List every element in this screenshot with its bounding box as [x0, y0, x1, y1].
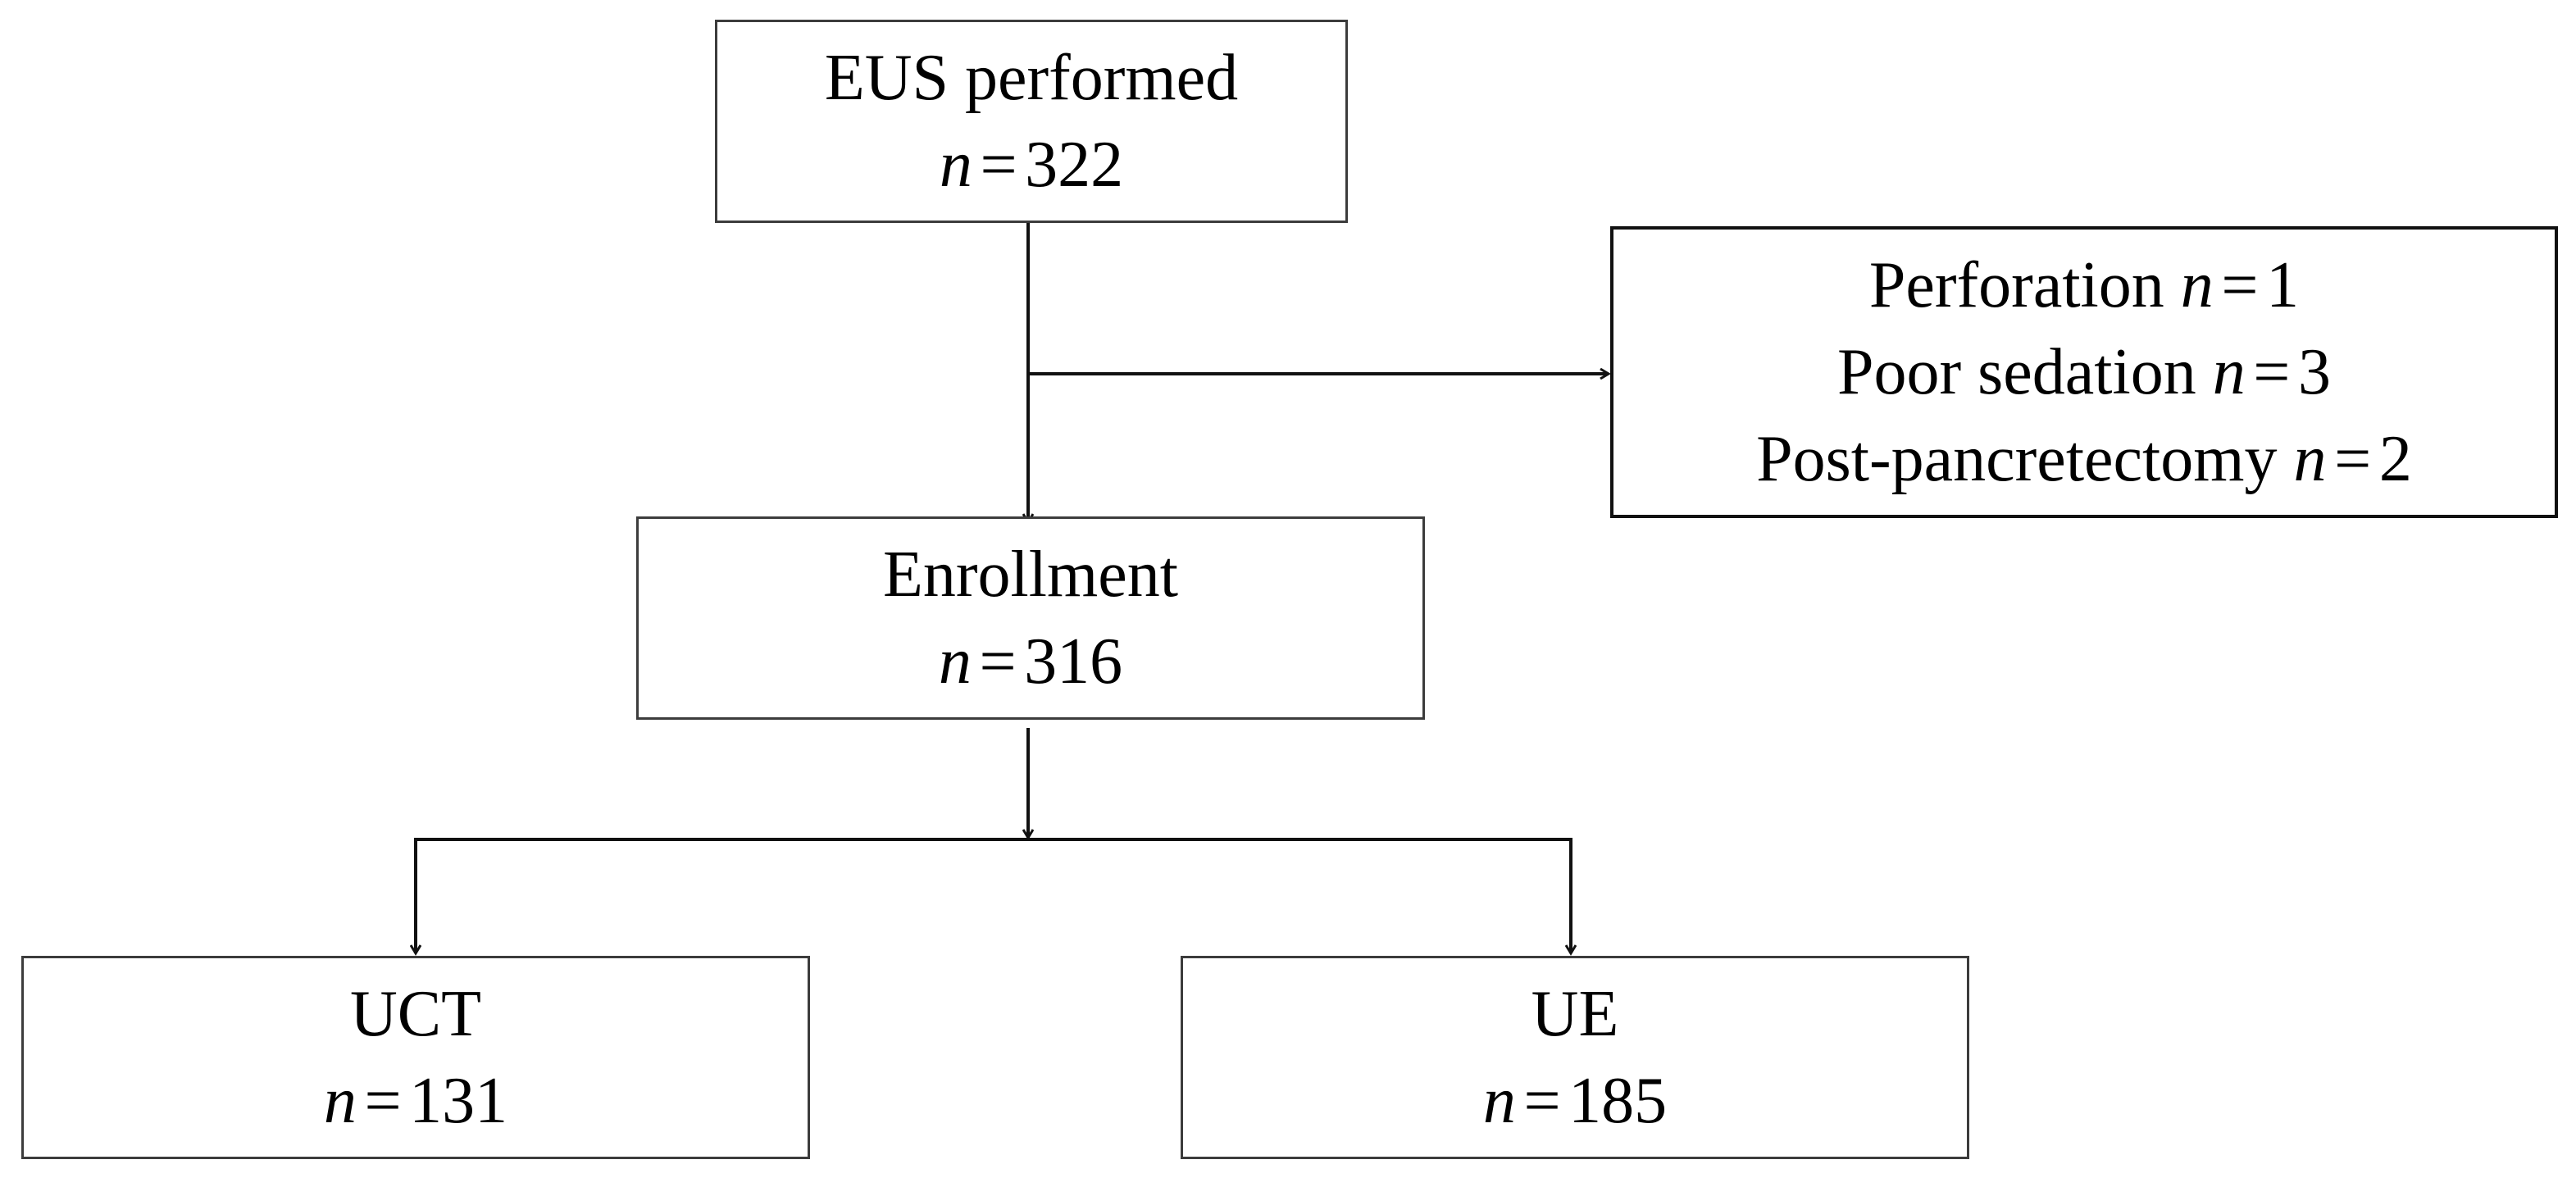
- equals-sign: =: [2334, 423, 2372, 495]
- enrollment-count: n=316: [939, 618, 1122, 705]
- eus-performed-title: EUS performed: [824, 42, 1239, 114]
- equals-sign: =: [1523, 1065, 1561, 1137]
- n-symbol: n: [1482, 1065, 1516, 1137]
- exclusions-box: Perforation n=1 Poor sedation n=3 Post-p…: [1610, 226, 2558, 518]
- exclusion-item: Poor sedation n=3: [1837, 329, 2331, 416]
- ue-box: UE n=185: [1181, 956, 1969, 1159]
- n-symbol: n: [938, 625, 972, 698]
- ue-title: UE: [1531, 978, 1619, 1050]
- exclusion-item: Perforation n=1: [1869, 242, 2299, 329]
- count-value: 3: [2298, 336, 2332, 408]
- equals-sign: =: [364, 1065, 402, 1137]
- equals-sign: =: [979, 625, 1017, 698]
- count-value: 185: [1568, 1065, 1668, 1137]
- uct-title: UCT: [350, 978, 481, 1050]
- n-symbol: n: [939, 129, 972, 201]
- equals-sign: =: [980, 129, 1017, 201]
- count-value: 1: [2266, 249, 2300, 321]
- exclusion-label: Post-pancretectomy: [1756, 423, 2278, 495]
- count-value: 316: [1024, 625, 1123, 698]
- eus-performed-count: n=322: [940, 121, 1123, 208]
- enrollment-box: Enrollment n=316: [636, 516, 1425, 720]
- enrollment-title: Enrollment: [883, 539, 1178, 611]
- n-symbol: n: [2293, 423, 2327, 495]
- n-symbol: n: [323, 1065, 357, 1137]
- n-symbol: n: [2180, 249, 2214, 321]
- count-value: 131: [409, 1065, 508, 1137]
- exclusion-item: Post-pancretectomy n=2: [1756, 416, 2412, 503]
- n-symbol: n: [2212, 336, 2246, 408]
- uct-box: UCT n=131: [21, 956, 810, 1159]
- uct-count: n=131: [324, 1057, 507, 1144]
- equals-sign: =: [2221, 249, 2259, 321]
- equals-sign: =: [2253, 336, 2291, 408]
- exclusion-label: Perforation: [1868, 249, 2164, 321]
- count-value: 2: [2378, 423, 2412, 495]
- ue-count: n=185: [1483, 1057, 1667, 1144]
- exclusion-label: Poor sedation: [1836, 336, 2196, 408]
- count-value: 322: [1025, 129, 1124, 201]
- eus-performed-box: EUS performed n=322: [715, 20, 1348, 223]
